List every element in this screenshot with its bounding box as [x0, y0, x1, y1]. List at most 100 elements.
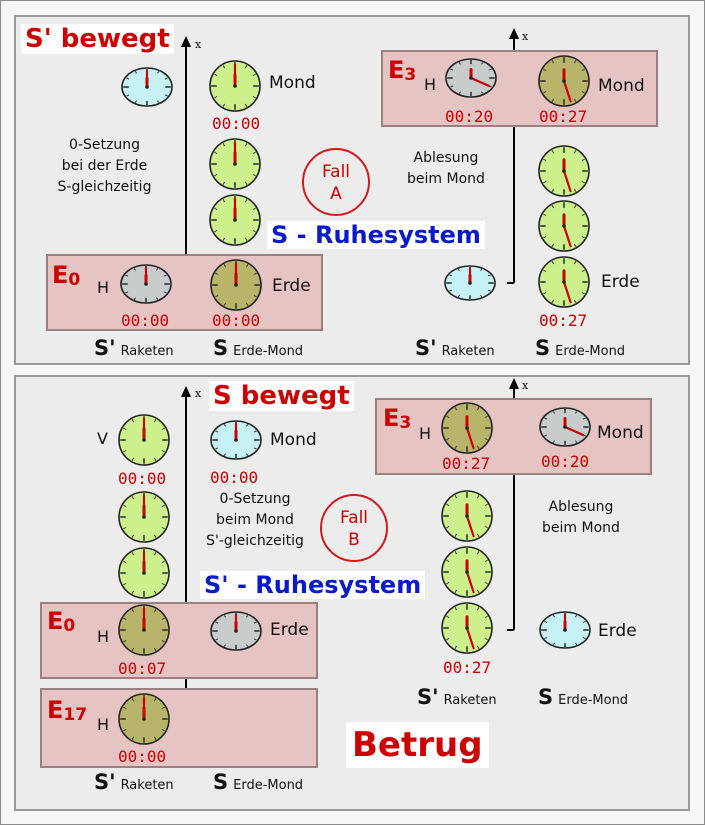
legend-text: Erde-Mond — [233, 778, 304, 793]
event-label-e3: E3 — [383, 405, 411, 436]
note-line: Ablesung — [548, 499, 614, 515]
event-box-e3 — [375, 398, 652, 475]
h-clock-time: 00:00 — [118, 747, 167, 766]
earth-moon-clock-icon — [538, 145, 590, 197]
h-clock-icon — [118, 693, 170, 745]
rocket-clock-icon — [121, 67, 173, 107]
case-letter: A — [330, 184, 342, 204]
v-clock-time: 00:00 — [118, 469, 167, 488]
note-line: beim Mond — [216, 512, 294, 528]
legend-text: Erde-Mond — [558, 693, 629, 708]
case-letter: B — [348, 530, 360, 550]
h-clock-icon — [445, 58, 497, 98]
axis-label-right-top: x — [522, 30, 529, 43]
legend-symbol: S — [538, 685, 554, 709]
event-index: 0 — [68, 270, 81, 290]
legend-symbol: S' — [415, 336, 437, 360]
event-label-e17: E17 — [47, 697, 87, 728]
rocket-clock-icon — [118, 547, 170, 599]
rocket-clock-icon — [441, 602, 493, 654]
earth-clock-icon — [210, 259, 262, 311]
clock-label-h: H — [97, 278, 110, 297]
legend-text: Raketen — [120, 344, 174, 359]
event-letter: E — [47, 607, 64, 635]
axis-label-left-top: x — [195, 38, 202, 51]
h-clock-icon — [441, 402, 493, 454]
earth-clock-icon — [539, 611, 591, 649]
event-label-e0: E0 — [47, 608, 75, 639]
event-index: 3 — [399, 413, 412, 433]
clock-label-h: H — [97, 715, 110, 734]
event-index: 0 — [63, 616, 76, 636]
note-line: S-gleichzeitig — [57, 179, 152, 195]
axis-label-left-bottom: x — [195, 387, 202, 400]
rest-frame-label: S' - Ruhesystem — [200, 571, 426, 599]
event-letter: E — [52, 261, 69, 289]
legend-symbol: S' — [94, 770, 116, 794]
event-letter: E — [383, 404, 400, 432]
rocket-clock-time: 00:27 — [443, 658, 492, 677]
banner-s-moves: S bewegt — [209, 381, 354, 411]
event-index: 17 — [63, 705, 88, 725]
earth-moon-clock-icon — [209, 138, 261, 190]
moon-clock-icon — [210, 420, 262, 460]
moon-clock-icon — [538, 55, 590, 107]
event-letter: E — [47, 696, 64, 724]
event-box-e0 — [40, 602, 318, 679]
axis-left-bottom — [185, 396, 187, 706]
case-a-circle: Fall A — [302, 148, 370, 216]
earth-clock-icon — [210, 611, 262, 651]
note-line: S'-gleichzeitig — [206, 533, 304, 549]
axis-tick-right-top — [507, 282, 514, 284]
legend-text: Raketen — [443, 693, 497, 708]
event-letter: E — [388, 56, 405, 84]
clock-label-h: H — [419, 424, 432, 443]
earth-moon-clock-icon — [538, 200, 590, 252]
axis-right-bottom — [513, 388, 515, 630]
fraud-label: Betrug — [346, 722, 489, 768]
h-clock-time: 00:07 — [118, 659, 167, 678]
moon-clock-time: 00:00 — [212, 114, 261, 133]
earth-label: Erde — [270, 620, 309, 640]
note-line: bei der Erde — [61, 158, 148, 174]
note-line: 0-Setzung — [219, 491, 291, 507]
axis-tick-right-bottom — [507, 629, 514, 631]
legend-rockets: S'Raketen — [417, 686, 497, 712]
axis-arrow-right-top — [509, 28, 519, 39]
axis-label-right-bottom: x — [522, 379, 529, 392]
earth-label: Erde — [601, 272, 640, 292]
legend-symbol: S — [213, 770, 229, 794]
note-line: Ablesung — [413, 150, 479, 166]
event-label-e3: E3 — [388, 57, 416, 88]
note-zero-setting-earth: 0-Setzung bei der Erde S-gleichzeitig — [42, 135, 167, 198]
note-line: beim Mond — [407, 171, 485, 187]
earth-label: Erde — [598, 621, 637, 641]
note-line: 0-Setzung — [69, 137, 140, 153]
event-box-e0 — [46, 254, 323, 331]
axis-arrow-left-bottom — [181, 386, 191, 397]
rocket-clock-icon — [441, 490, 493, 542]
moon-clock-time: 00:00 — [210, 468, 259, 487]
earth-clock-time: 00:27 — [539, 311, 588, 330]
rocket-clock-icon — [441, 546, 493, 598]
moon-clock-icon — [539, 407, 591, 447]
legend-earth-moon: S Erde-Mond — [213, 771, 303, 797]
event-index: 3 — [404, 65, 417, 85]
moon-label: Mond — [598, 76, 645, 96]
note-line: beim Mond — [542, 520, 620, 536]
legend-earth-moon: S Erde-Mond — [538, 686, 628, 712]
event-label-e0: E0 — [52, 262, 80, 293]
clock-label-v: V — [97, 429, 108, 448]
event-box-e3 — [381, 50, 658, 127]
legend-rockets: S' Raketen — [415, 337, 495, 363]
earth-clock-icon — [538, 256, 590, 308]
moon-clock-time: 00:27 — [539, 107, 588, 126]
h-clock-time: 00:27 — [442, 454, 491, 473]
event-box-e17 — [40, 688, 318, 768]
legend-text: Raketen — [441, 344, 495, 359]
legend-symbol: S' — [94, 336, 116, 360]
h-clock-icon — [118, 604, 170, 656]
moon-label: Mond — [597, 423, 644, 443]
